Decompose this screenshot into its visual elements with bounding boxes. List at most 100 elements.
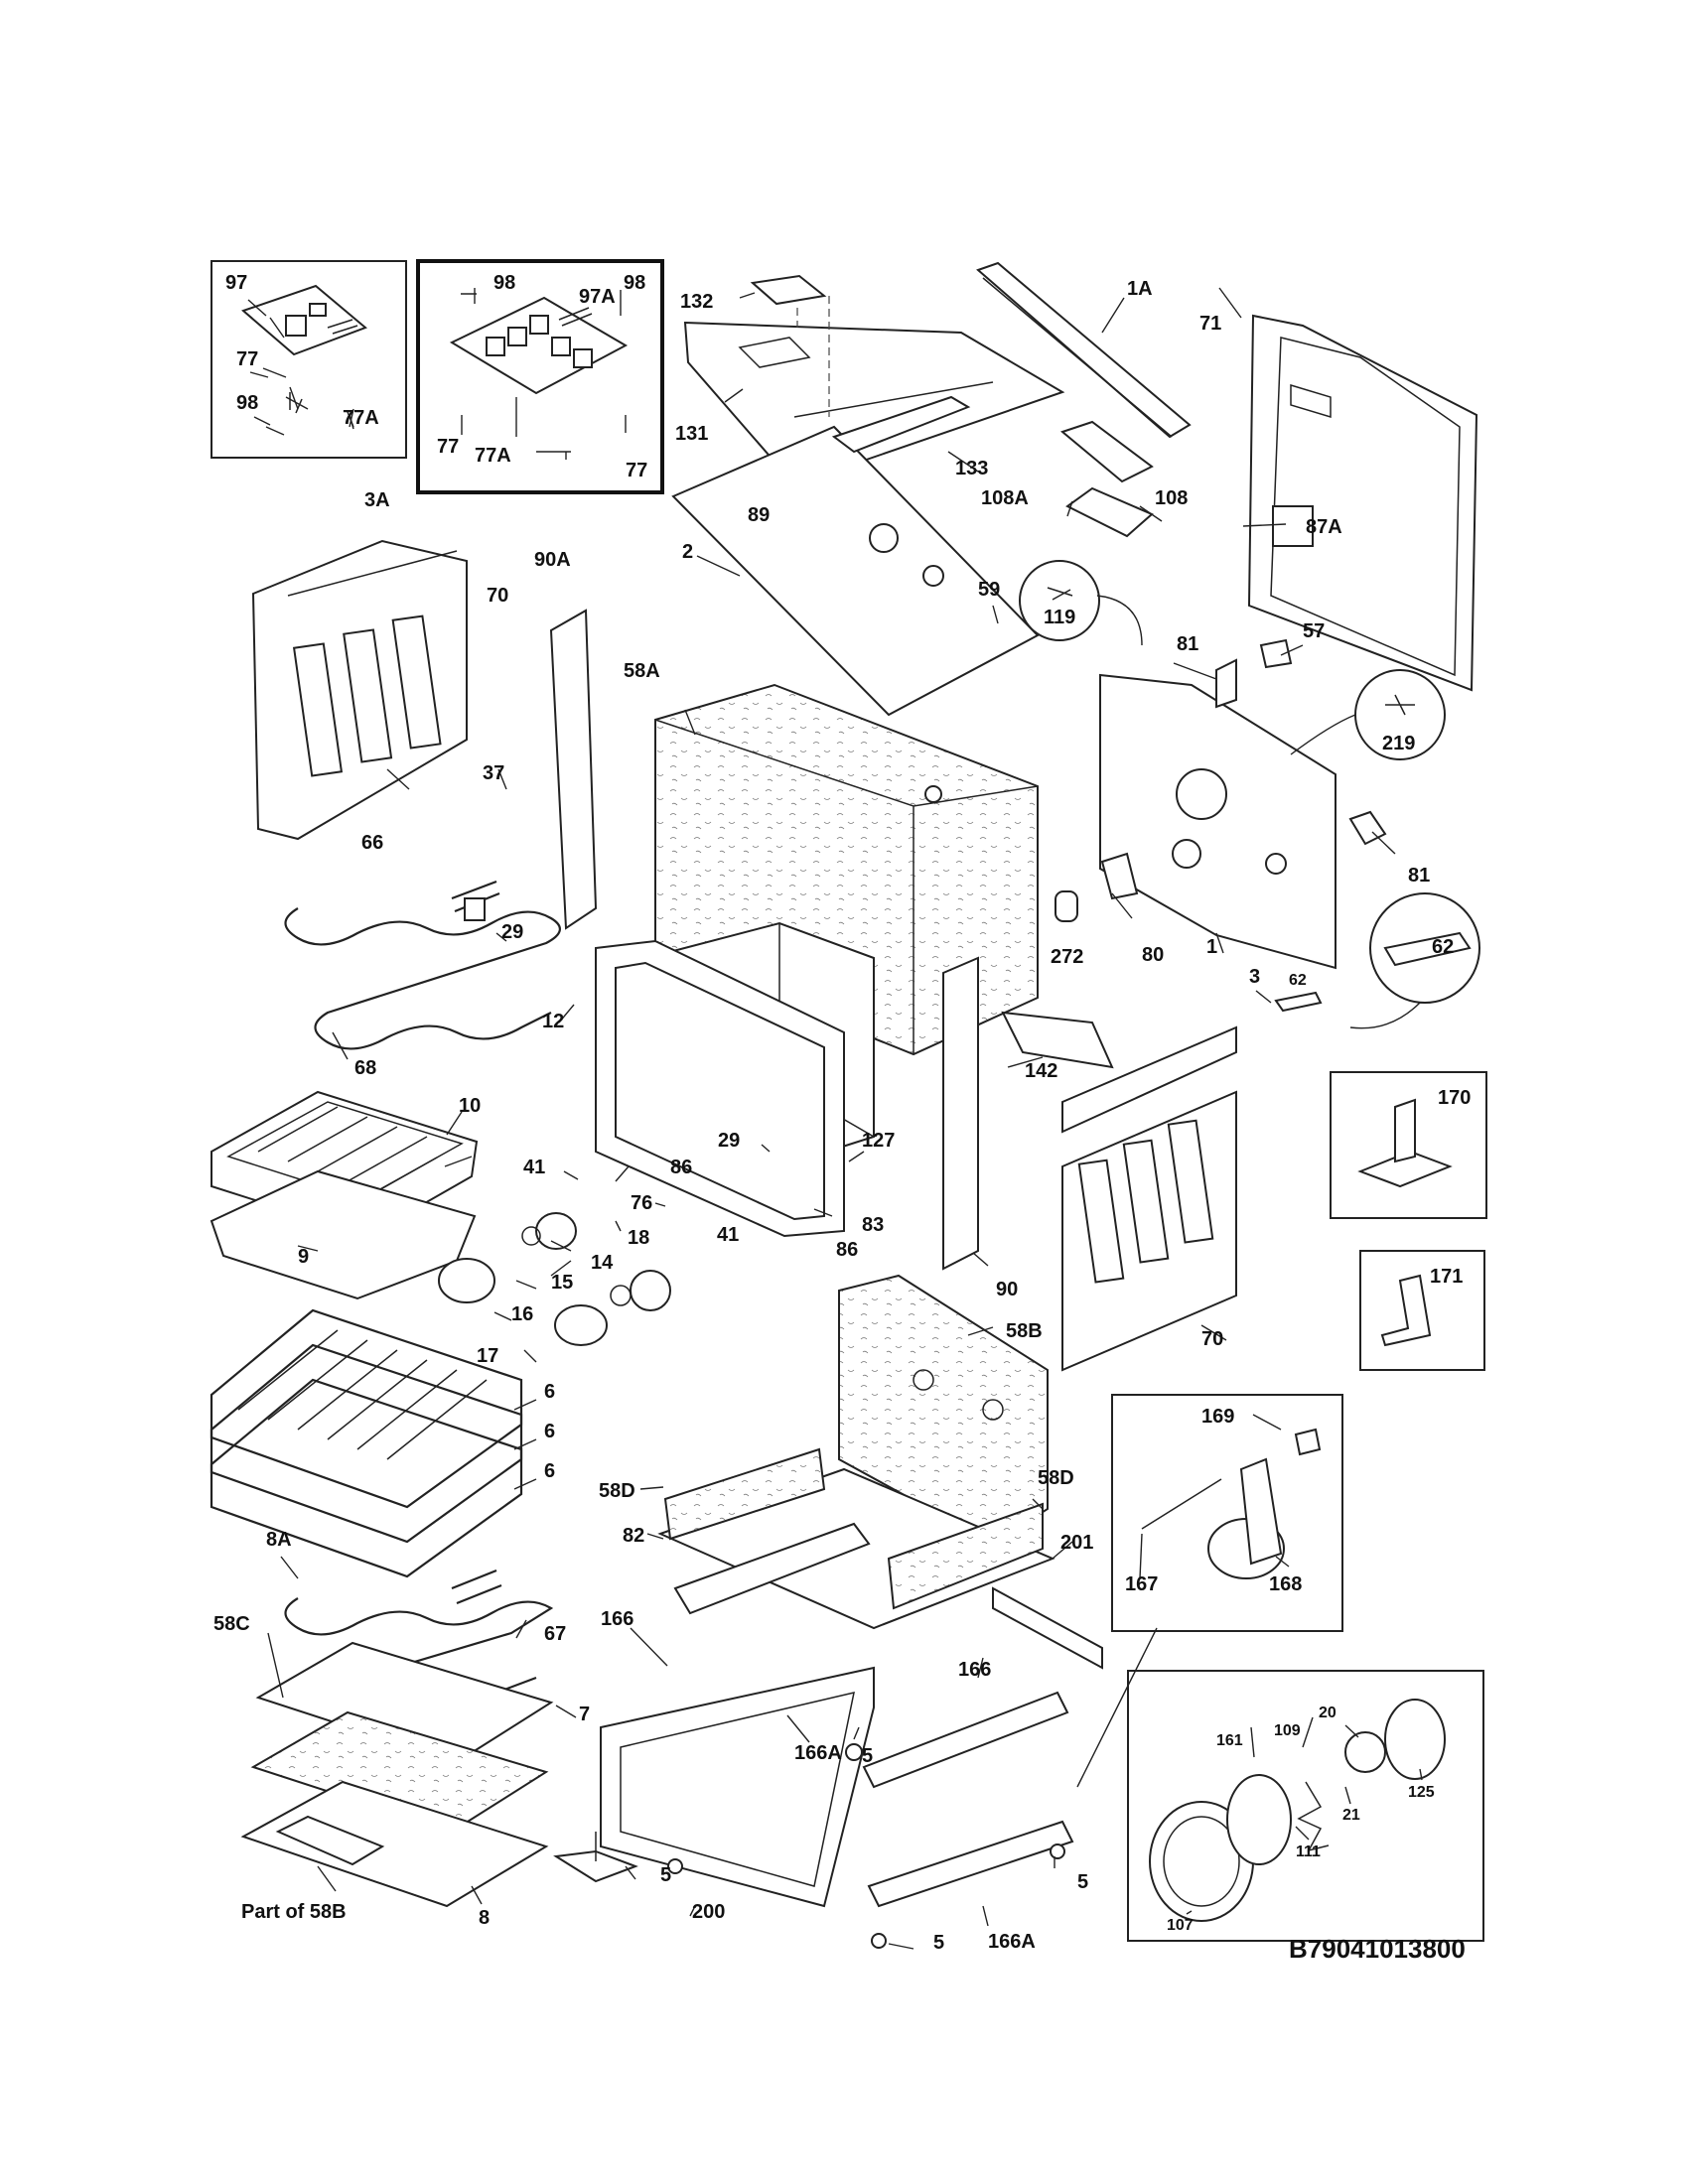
- top-plate-2: [671, 395, 1040, 717]
- label-8a: 8A: [266, 1529, 292, 1551]
- inset-part-171: [1359, 1250, 1485, 1371]
- label-125: 125: [1408, 1784, 1435, 1801]
- label-98b: 98: [493, 272, 515, 294]
- oven-racks-6: [210, 1308, 523, 1578]
- label-5b: 5: [660, 1864, 671, 1886]
- label-81b: 81: [1408, 865, 1430, 887]
- label-98c: 98: [624, 272, 645, 294]
- label-29b: 29: [718, 1130, 740, 1152]
- callout-labels: 97 77 98 77A 98 97A 98 77 77A 77 132 1A …: [213, 272, 1471, 1964]
- drawer-insulation-58b: [838, 1274, 1049, 1546]
- bottom-panel-8: [240, 1780, 549, 1908]
- label-77: 77: [236, 348, 258, 370]
- label-142: 142: [1025, 1060, 1057, 1082]
- diagram-code: B79041013800: [1289, 1934, 1466, 1964]
- inset-control-board-97a: [416, 259, 664, 494]
- label-133: 133: [955, 458, 988, 479]
- label-119: 119: [1044, 607, 1075, 628]
- label-170: 170: [1438, 1087, 1471, 1109]
- lamp-assemblies: [438, 1212, 671, 1346]
- inset-motor-168: [1076, 1394, 1343, 1788]
- label-8: 8: [479, 1907, 490, 1929]
- label-219: 219: [1382, 733, 1415, 754]
- leader-lines: [247, 287, 1423, 1950]
- label-166: 166: [601, 1608, 633, 1630]
- label-77a-b: 77A: [475, 445, 511, 467]
- label-59: 59: [978, 579, 1000, 601]
- label-97a: 97A: [579, 286, 616, 308]
- label-15: 15: [551, 1272, 573, 1294]
- label-37: 37: [483, 762, 504, 784]
- broil-element-66: [284, 880, 561, 1050]
- label-58d: 58D: [599, 1480, 635, 1502]
- parts-272-80: [1055, 852, 1139, 922]
- label-132: 132: [680, 291, 713, 313]
- label-14: 14: [591, 1252, 614, 1274]
- label-86b: 86: [836, 1239, 858, 1261]
- label-169: 169: [1201, 1406, 1234, 1428]
- back-cover-71: [1247, 314, 1478, 692]
- zoom-circle-62: [1274, 892, 1480, 1029]
- label-58d-b: 58D: [1038, 1467, 1074, 1489]
- label-18: 18: [628, 1227, 649, 1249]
- label-90a: 90A: [534, 549, 571, 571]
- connector-108: [1059, 420, 1154, 538]
- label-3: 3: [1249, 966, 1260, 988]
- inset-convection-fan: [1127, 1670, 1484, 1942]
- label-62b: 62: [1289, 972, 1307, 989]
- label-131: 131: [675, 423, 708, 445]
- label-82: 82: [623, 1525, 644, 1547]
- label-77b: 77: [437, 436, 459, 458]
- label-part-of-58b: Part of 58B: [241, 1901, 347, 1923]
- label-77a: 77A: [343, 407, 379, 429]
- strip-90: [942, 956, 979, 1271]
- label-70: 70: [487, 585, 508, 607]
- label-87a: 87A: [1306, 516, 1342, 538]
- label-109: 109: [1274, 1722, 1301, 1739]
- label-161: 161: [1216, 1732, 1243, 1749]
- label-83: 83: [862, 1214, 884, 1236]
- label-29: 29: [501, 921, 523, 943]
- label-127: 127: [862, 1130, 895, 1152]
- drawer-200: [600, 1666, 875, 1908]
- panel-1a: [976, 261, 1192, 439]
- label-6b: 6: [544, 1421, 555, 1442]
- label-6c: 6: [544, 1460, 555, 1482]
- zoom-circle-219: [1290, 669, 1446, 760]
- label-66: 66: [361, 832, 383, 854]
- label-108a: 108A: [981, 487, 1029, 509]
- label-2: 2: [682, 541, 693, 563]
- label-21: 21: [1342, 1807, 1360, 1824]
- label-90: 90: [996, 1279, 1018, 1300]
- label-17: 17: [477, 1345, 498, 1367]
- side-panel-left-3a: [251, 539, 468, 841]
- inset-control-board-97: [211, 260, 407, 459]
- label-81: 81: [1177, 633, 1198, 655]
- label-67: 67: [544, 1623, 566, 1645]
- label-41: 41: [523, 1157, 545, 1178]
- zoom-circle-119: [1019, 560, 1143, 646]
- label-98: 98: [236, 392, 258, 414]
- back-wall-1: [1099, 673, 1336, 970]
- label-97: 97: [225, 272, 247, 294]
- label-57: 57: [1303, 620, 1325, 642]
- label-77c: 77: [626, 460, 647, 481]
- part-142: [1001, 1011, 1114, 1069]
- label-68: 68: [354, 1057, 376, 1079]
- label-166a-b: 166A: [988, 1931, 1036, 1953]
- label-168: 168: [1269, 1573, 1302, 1595]
- drawer-slides-166: [673, 1522, 1103, 1908]
- front-frame-76: [595, 939, 845, 1238]
- top-cover-131: [683, 274, 1065, 486]
- label-167: 167: [1125, 1573, 1158, 1595]
- label-171: 171: [1430, 1266, 1463, 1288]
- strip-90a: [549, 609, 598, 930]
- label-58c: 58C: [213, 1613, 250, 1635]
- label-200: 200: [692, 1901, 725, 1923]
- leg-levelers-5: [553, 1743, 1065, 1949]
- label-10: 10: [459, 1095, 481, 1117]
- label-6: 6: [544, 1381, 555, 1403]
- label-166a: 166A: [794, 1742, 842, 1764]
- label-5: 5: [862, 1745, 873, 1767]
